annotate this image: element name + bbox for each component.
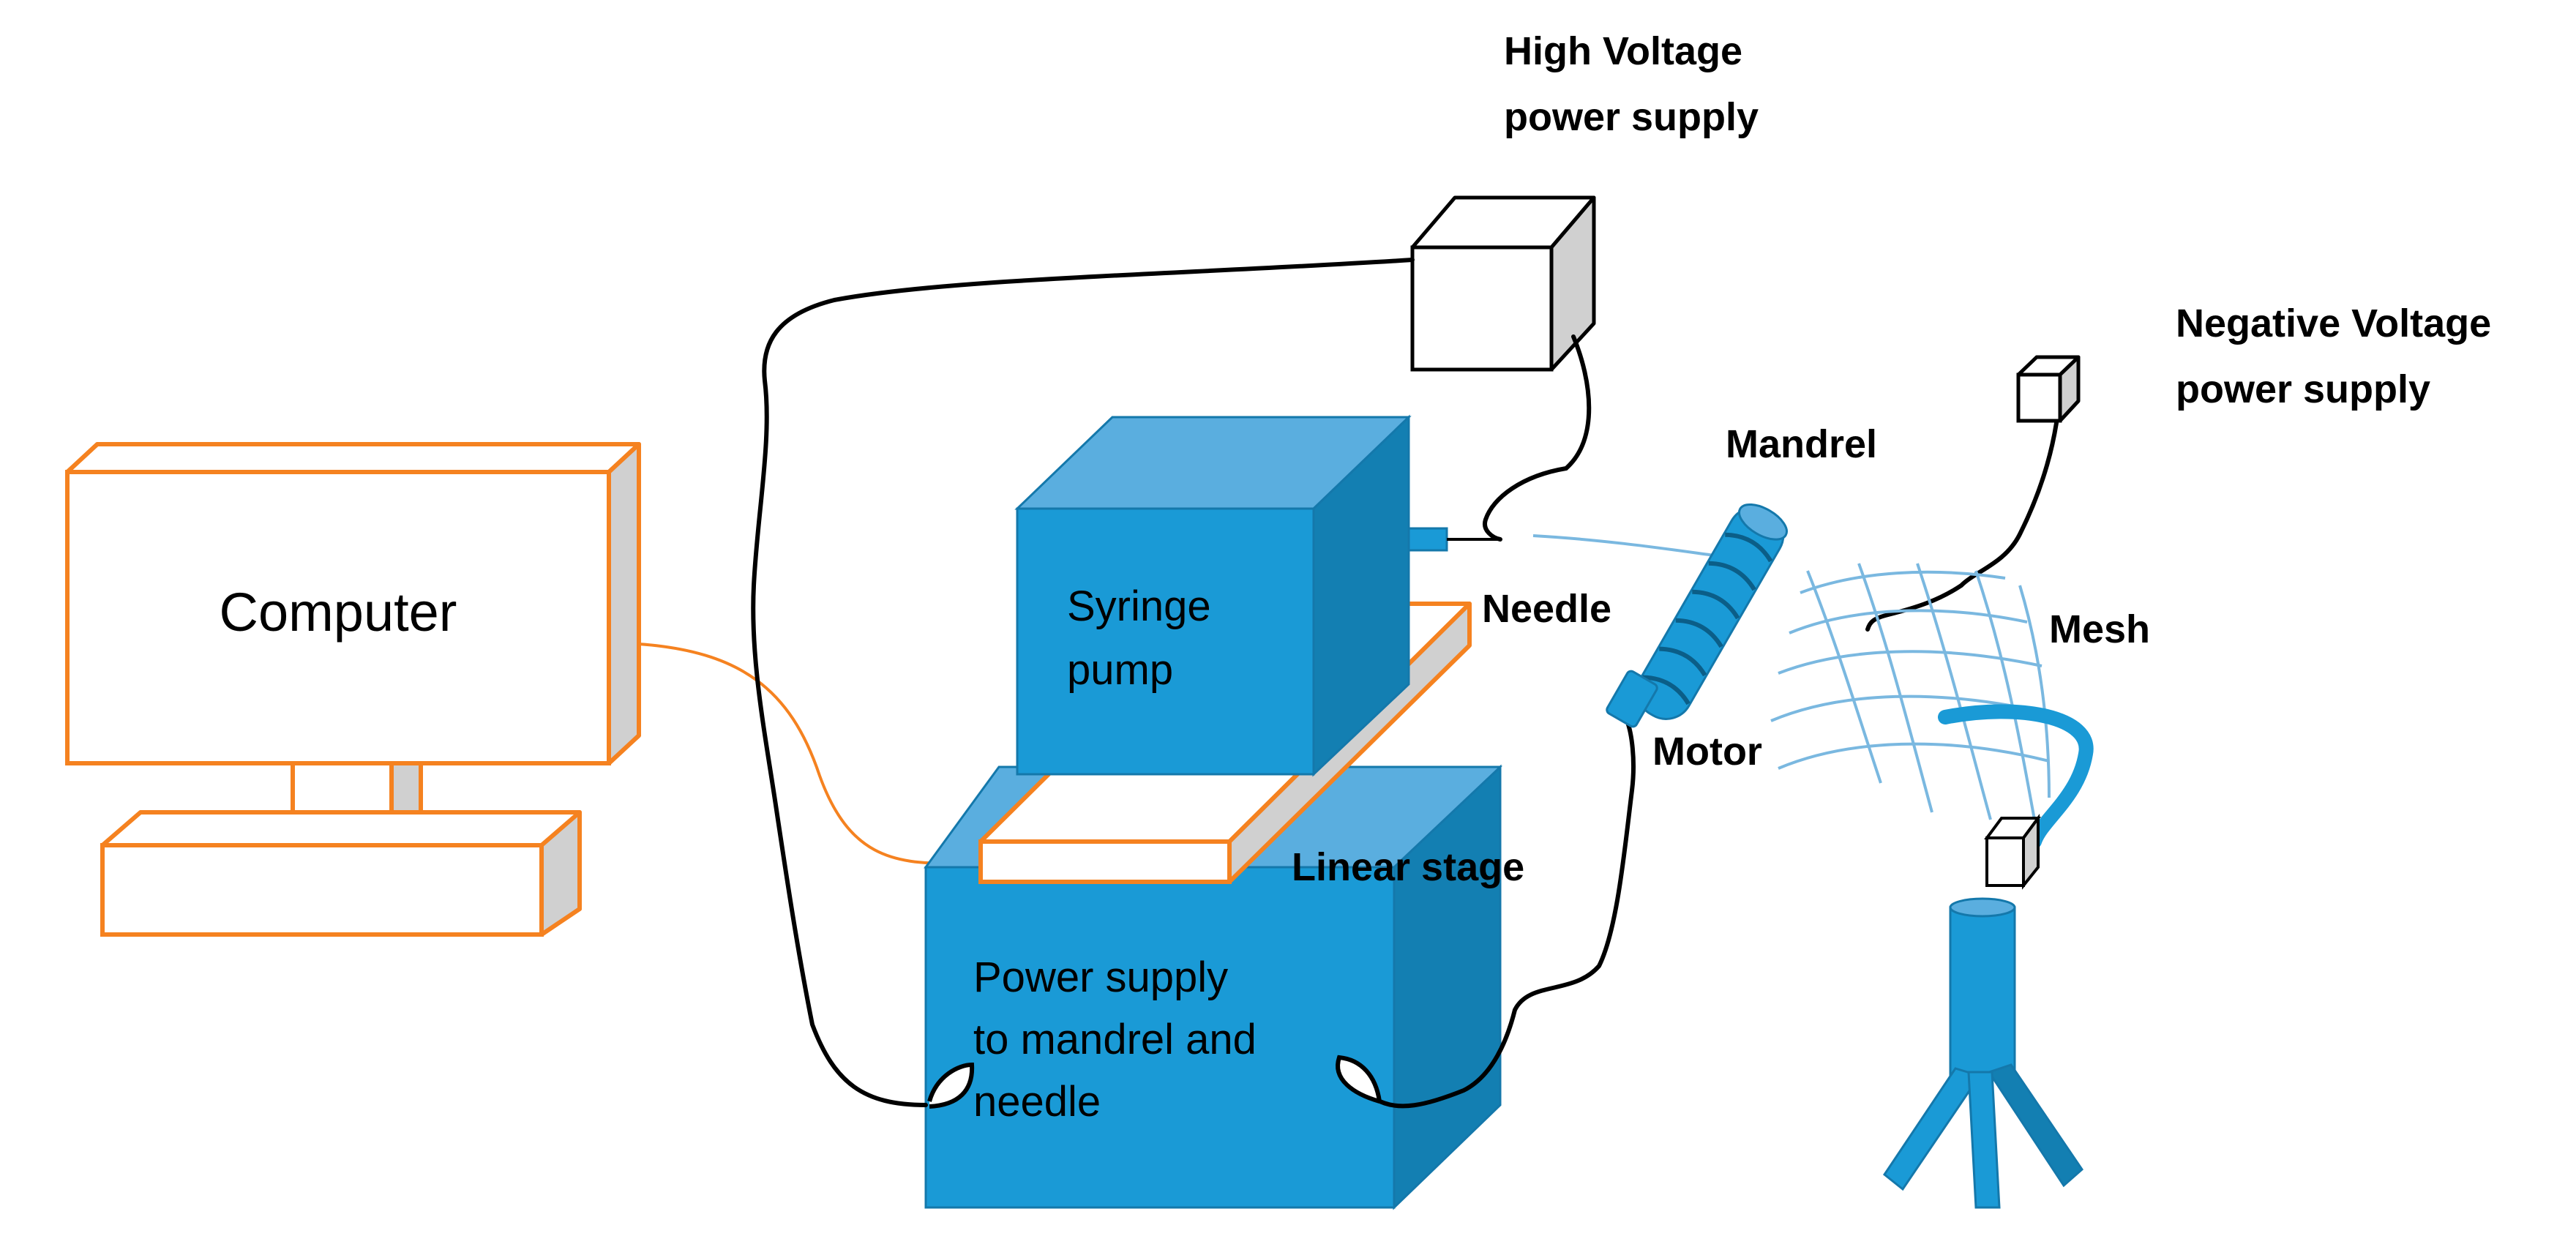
mandrel bbox=[1636, 503, 1788, 720]
computer-label: Computer bbox=[220, 582, 457, 643]
power-supply-box: Power supply to mandrel and needle bbox=[924, 764, 1502, 1210]
connector-loop-right bbox=[1336, 1055, 1382, 1104]
power-supply-box-label: Power supply to mandrel and needle bbox=[973, 954, 1268, 1126]
computer-stand bbox=[100, 761, 582, 937]
mandrel-grooves bbox=[1642, 532, 1773, 705]
mesh bbox=[1770, 563, 2051, 820]
high-voltage-line-2: power supply bbox=[1504, 95, 1759, 139]
syringe-pump-label: Syringe pump bbox=[1067, 583, 1223, 694]
power-supply-box-line-2: to mandrel and bbox=[973, 1016, 1257, 1063]
high-voltage-label: High Voltage power supply bbox=[1504, 29, 1759, 139]
computer-monitor: Computer bbox=[65, 442, 641, 765]
high-voltage-power-supply bbox=[1410, 195, 1596, 372]
mandrel-label: Mandrel bbox=[1726, 422, 1877, 466]
linear-stage-label: Linear stage bbox=[1292, 845, 1524, 889]
fiber-jet bbox=[1532, 534, 1721, 558]
syringe-pump-line-2: pump bbox=[1067, 646, 1173, 694]
holder-arm bbox=[1938, 704, 2094, 849]
mesh-holder-stand bbox=[1882, 704, 2094, 1209]
mesh-label: Mesh bbox=[2049, 607, 2150, 651]
wire-power-box-to-motor bbox=[1374, 716, 1636, 1109]
computer-cable bbox=[638, 643, 952, 865]
needle-label: Needle bbox=[1482, 587, 1611, 631]
negative-voltage-line-1: Negative Voltage bbox=[2176, 302, 2491, 345]
power-supply-box-line-3: needle bbox=[973, 1078, 1101, 1126]
wire-hv-to-power-box bbox=[751, 258, 1415, 1107]
needle bbox=[1407, 527, 1500, 552]
power-supply-box-line-1: Power supply bbox=[973, 954, 1228, 1001]
syringe-pump: Syringe pump bbox=[1014, 414, 1412, 777]
motor-label: Motor bbox=[1652, 730, 1762, 774]
negative-voltage-line-2: power supply bbox=[2176, 367, 2430, 411]
motor bbox=[1606, 670, 1658, 728]
syringe-pump-line-1: Syringe bbox=[1067, 583, 1211, 630]
wire-negative-to-mesh bbox=[1865, 421, 2059, 632]
connector-loop-left bbox=[927, 1062, 975, 1109]
negative-voltage-label: Negative Voltage power supply bbox=[2176, 302, 2502, 411]
high-voltage-line-1: High Voltage bbox=[1504, 29, 1742, 73]
negative-voltage-power-supply bbox=[2016, 355, 2081, 423]
wire-hv-to-needle bbox=[1483, 334, 1592, 542]
wires bbox=[751, 258, 2059, 1109]
